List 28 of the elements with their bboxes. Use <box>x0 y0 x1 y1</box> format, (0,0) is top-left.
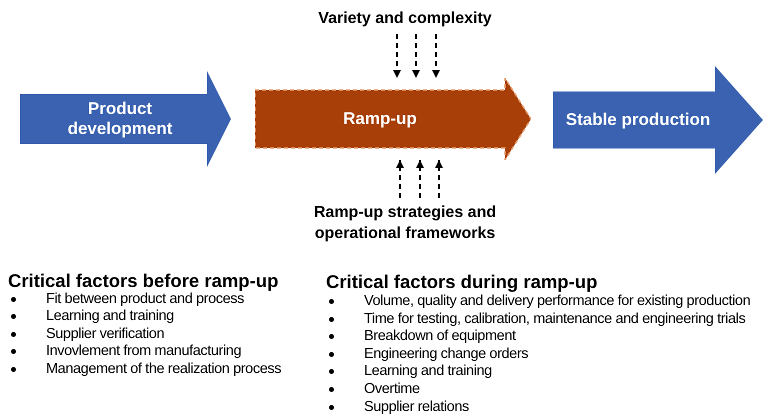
list-item: Volume, quality and delivery performance for existing production <box>364 293 750 309</box>
list-item: Overtime <box>364 381 420 397</box>
list-item: Management of the realization process <box>46 361 282 377</box>
list-item: Breakdown of equipment <box>364 328 516 344</box>
dashed-arrow <box>432 34 440 78</box>
list-item: Invovlement from manufacturing <box>46 343 242 360</box>
list-item: Time for testing, calibration, maintenance and engineering trials <box>364 310 746 327</box>
dashed-arrow <box>396 160 404 198</box>
factor-label: Variety and complexity <box>318 8 492 28</box>
list-item: Supplier verification <box>46 326 164 342</box>
factor-label: Ramp-up strategies and operational frameworks <box>312 203 498 244</box>
arrow-label: Ramp-up <box>343 109 417 129</box>
dashed-arrow <box>416 160 424 198</box>
arrow-label: Product development <box>66 99 174 139</box>
list-item: Fit between product and process <box>46 290 244 307</box>
list-item: Engineering change orders <box>364 346 528 362</box>
stage-banner <box>20 71 231 167</box>
list-item: Supplier relations <box>364 398 469 415</box>
list-item: Learning and training <box>364 363 492 380</box>
section-heading: Critical factors during ramp-up <box>326 272 598 292</box>
arrow-label: Stable production <box>566 110 710 130</box>
list-item: Learning and training <box>46 308 174 324</box>
dashed-arrow <box>435 160 443 198</box>
dashed-arrow <box>393 34 401 78</box>
stage-banner <box>255 78 531 160</box>
dashed-arrow <box>412 34 420 78</box>
section-heading: Critical factors before ramp-up <box>8 271 278 291</box>
stage-banner <box>553 66 763 174</box>
